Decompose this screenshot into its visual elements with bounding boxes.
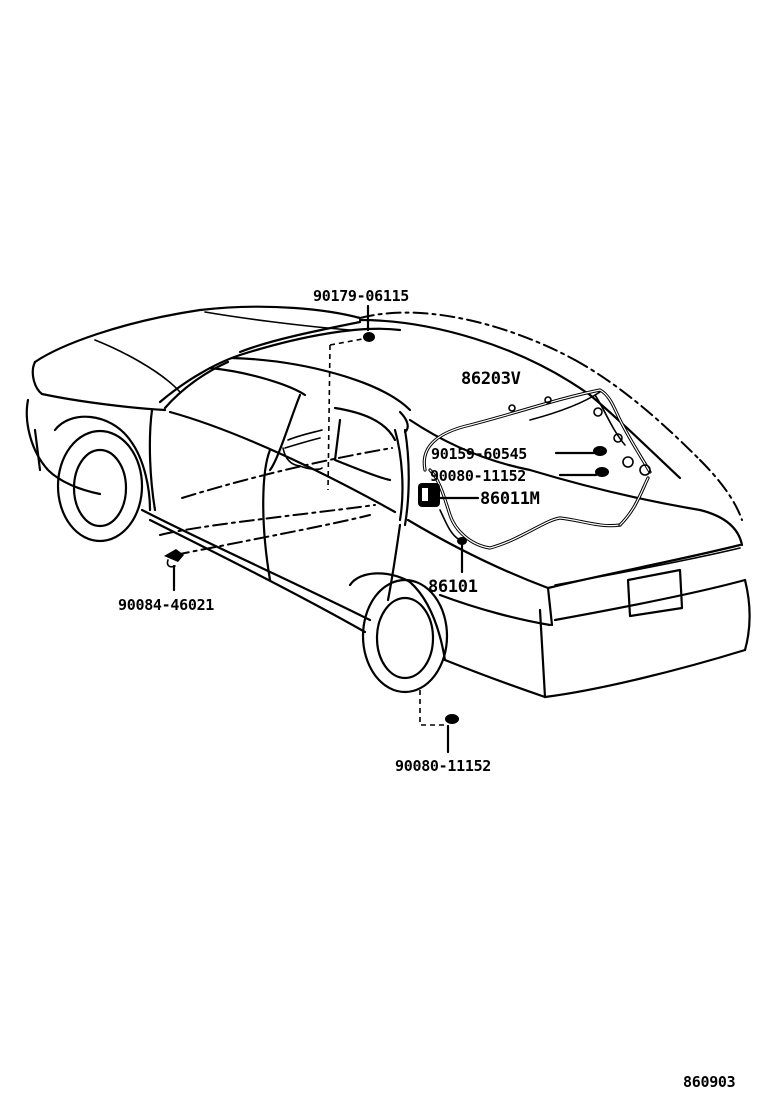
leader-dashes: [327, 337, 448, 726]
part-number-90159-60545: 90159-60545: [431, 445, 527, 463]
part-number-86203v: 86203V: [461, 369, 521, 389]
screw-90080-11152-bottom: [445, 714, 459, 754]
diagram-code: 860903: [683, 1073, 736, 1091]
door-wiring: [282, 410, 409, 471]
part-number-86101: 86101: [428, 577, 478, 597]
part-number-90080-11152-top: 90080-11152: [430, 467, 526, 485]
screw-90080-11152-top: [558, 467, 609, 477]
phantom-lines: [159, 311, 743, 556]
cable-86101: [439, 509, 467, 574]
amplifier-86011m: [418, 483, 480, 507]
nut-90179-06115: [363, 304, 375, 342]
clip-90084-46021: [164, 549, 184, 592]
screw-90159-60545: [554, 446, 607, 456]
part-number-90179-06115: 90179-06115: [313, 287, 409, 305]
part-number-90080-11152-bottom: 90080-11152: [395, 757, 491, 775]
antenna-wire-harness: [422, 388, 652, 550]
car-body-outline: [25, 305, 751, 699]
part-number-86011m: 86011M: [480, 489, 540, 509]
part-number-90084-46021: 90084-46021: [118, 596, 214, 614]
